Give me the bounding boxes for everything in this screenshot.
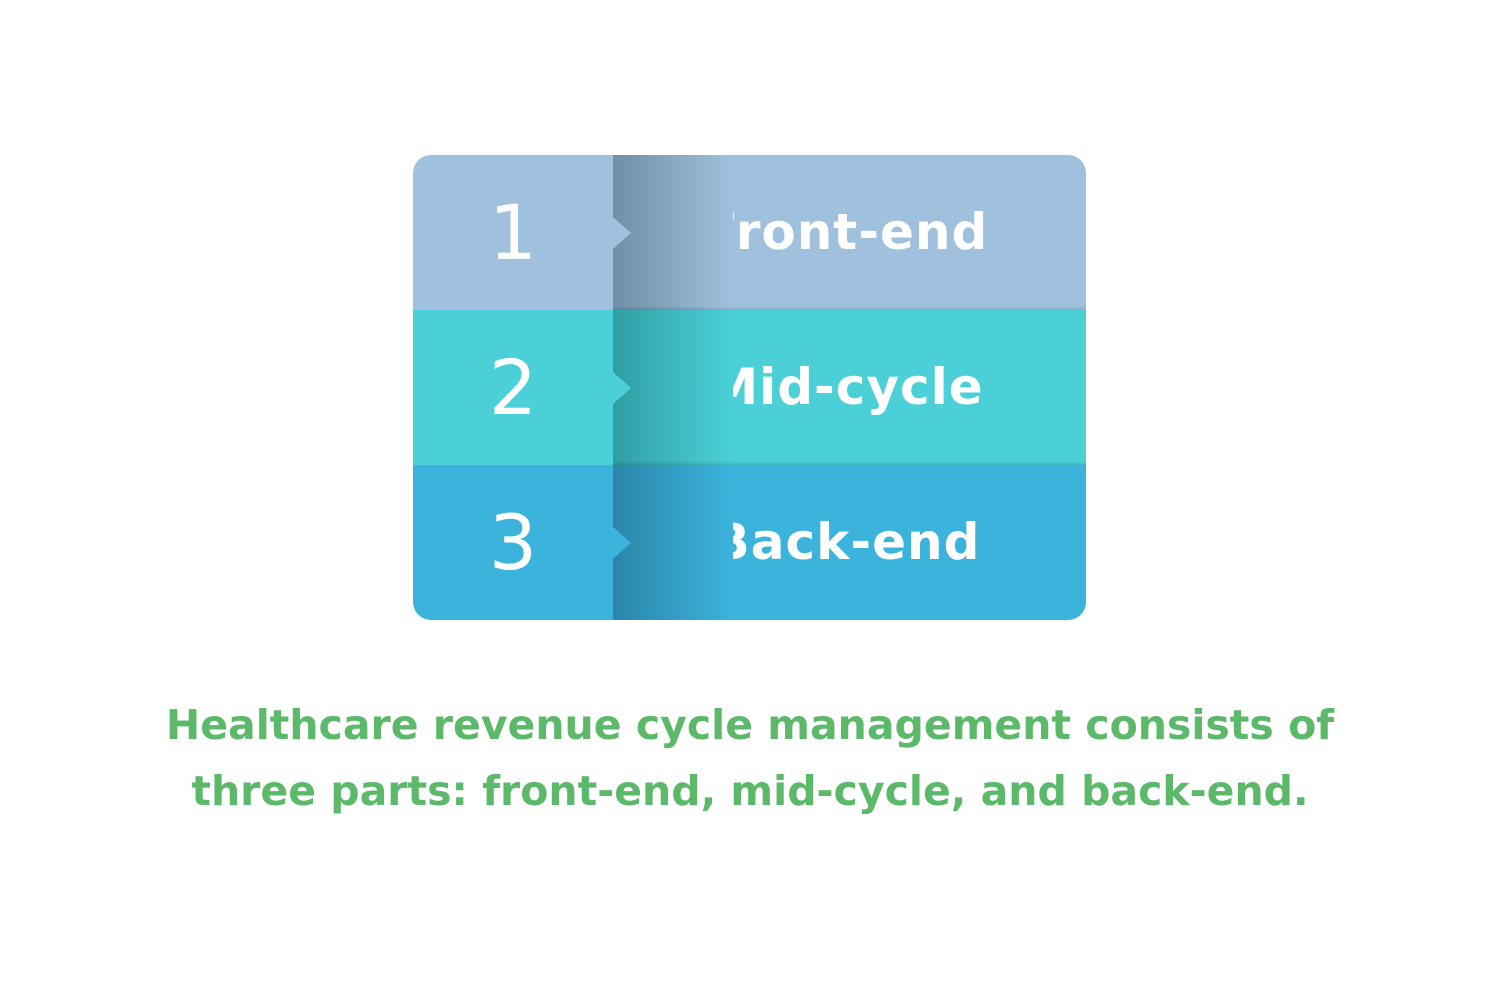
divider: [613, 461, 1086, 465]
arrow-notch-icon: [613, 372, 631, 404]
step-number-cell: 3: [413, 465, 613, 620]
step-number-cell: 2: [413, 310, 613, 465]
arrow-notch-icon: [613, 217, 631, 249]
step-number: 1: [488, 188, 538, 277]
step-mid-cycle: 2 Mid-cycle: [413, 310, 1086, 465]
fold-shadow: [613, 465, 733, 620]
step-label: Mid-cycle: [708, 358, 984, 416]
divider: [613, 306, 1086, 310]
step-back-end: 3 Back-end: [413, 465, 1086, 620]
caption-line-1: Healthcare revenue cycle management cons…: [165, 701, 1335, 749]
steps-diagram: 1 Front-end 2 Mid-cycle 3 Back-end: [413, 155, 1086, 620]
step-number: 2: [488, 343, 538, 432]
step-label: Back-end: [711, 513, 981, 571]
fold-shadow: [613, 310, 733, 465]
arrow-notch-icon: [613, 527, 631, 559]
step-number-cell: 1: [413, 155, 613, 310]
caption: Healthcare revenue cycle management cons…: [100, 692, 1400, 824]
step-number: 3: [488, 498, 538, 587]
caption-line-2: three parts: front-end, mid-cycle, and b…: [191, 767, 1309, 815]
fold-shadow: [613, 155, 733, 310]
step-front-end: 1 Front-end: [413, 155, 1086, 310]
step-label: Front-end: [703, 203, 989, 261]
